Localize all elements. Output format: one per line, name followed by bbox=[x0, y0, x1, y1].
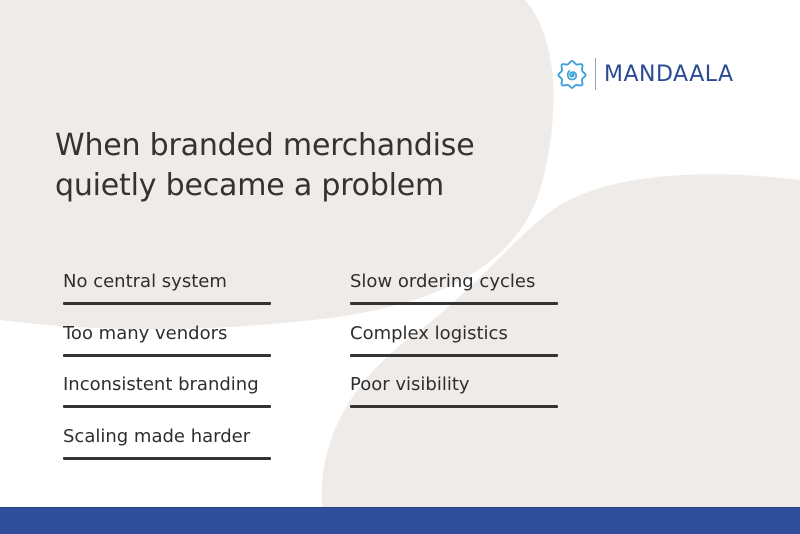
headline-line-2: quietly became a problem bbox=[55, 168, 445, 203]
list-item-label: Inconsistent branding bbox=[63, 374, 259, 395]
page-title: When branded merchandise quietly became … bbox=[55, 126, 475, 206]
underline-divider bbox=[63, 405, 271, 408]
top-left-blob bbox=[0, 0, 554, 330]
underline-divider bbox=[350, 302, 558, 305]
list-item: Scaling made harder bbox=[63, 425, 271, 460]
brand-logo: MANDAALA bbox=[556, 56, 734, 92]
underline-divider bbox=[63, 354, 271, 357]
list-item: Poor visibility bbox=[350, 373, 558, 408]
list-item: Too many vendors bbox=[63, 322, 271, 357]
list-item-label: Scaling made harder bbox=[63, 426, 251, 447]
underline-divider bbox=[63, 302, 271, 305]
list-item-label: Too many vendors bbox=[63, 323, 228, 344]
list-item-label: Slow ordering cycles bbox=[350, 271, 536, 292]
list-item-label: Complex logistics bbox=[350, 323, 508, 344]
list-item: No central system bbox=[63, 270, 271, 305]
underline-divider bbox=[63, 457, 271, 460]
headline-line-1: When branded merchandise bbox=[55, 128, 475, 163]
bottom-right-blob bbox=[321, 174, 800, 508]
list-item: Slow ordering cycles bbox=[350, 270, 558, 305]
list-item: Complex logistics bbox=[350, 322, 558, 357]
logo-divider bbox=[595, 58, 596, 90]
brand-name: MANDAALA bbox=[604, 61, 734, 87]
list-item-label: No central system bbox=[63, 271, 227, 292]
underline-divider bbox=[350, 405, 558, 408]
list-item-label: Poor visibility bbox=[350, 374, 470, 395]
mandala-spiral-icon bbox=[557, 60, 587, 89]
list-item: Inconsistent branding bbox=[63, 373, 271, 408]
underline-divider bbox=[350, 354, 558, 357]
footer-bar bbox=[0, 507, 800, 534]
